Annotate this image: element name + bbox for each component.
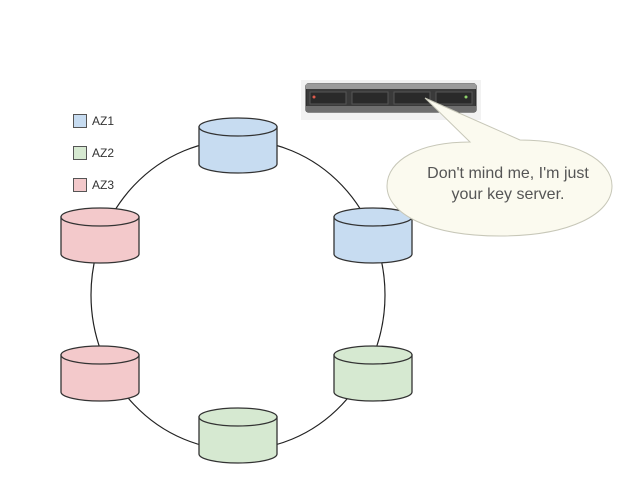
speech-bubble-text: Don't mind me, I'm just your key server. [398, 163, 618, 205]
legend-label: AZ2 [92, 146, 115, 160]
database-node-az1 [333, 207, 413, 264]
legend-label: AZ1 [92, 114, 115, 128]
database-node-az2 [333, 345, 413, 402]
database-node-az3 [60, 207, 140, 264]
database-node-az1 [198, 117, 278, 174]
node-layer [60, 117, 413, 464]
database-node-az2 [198, 407, 278, 464]
rack-server-icon [301, 80, 481, 120]
legend-item-az3: AZ3 [73, 176, 114, 194]
speech-line-2: your key server. [451, 186, 565, 203]
legend-label: AZ3 [92, 178, 115, 192]
legend-swatch [73, 114, 87, 128]
speech-line-1: Don't mind me, I'm just [427, 165, 589, 182]
legend-item-az1: AZ1 [73, 112, 114, 130]
legend-swatch [73, 178, 87, 192]
speech-bubble [386, 97, 613, 237]
database-node-az3 [60, 345, 140, 402]
legend-swatch [73, 146, 87, 160]
ring-line [90, 139, 386, 451]
legend-item-az2: AZ2 [73, 144, 114, 162]
